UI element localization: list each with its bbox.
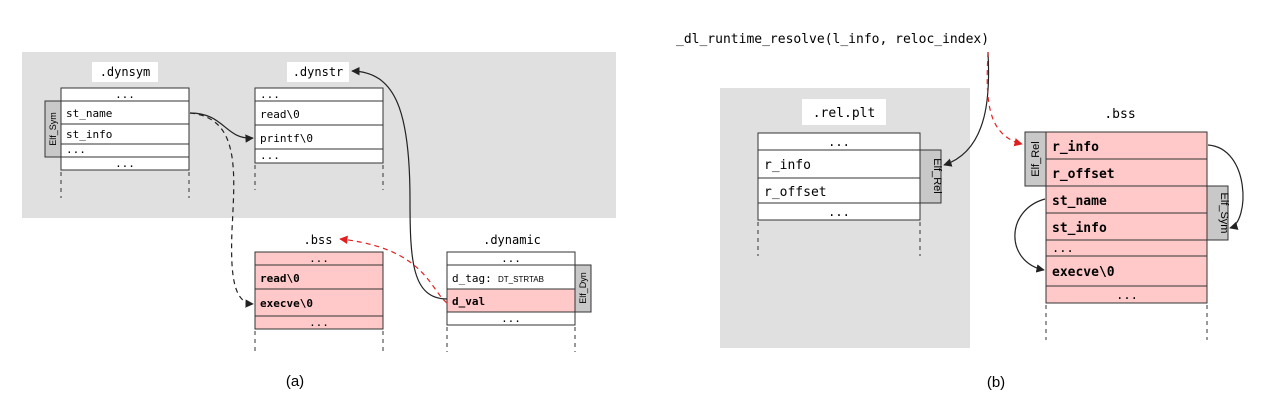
dynamic-d-tag: d_tag: (452, 272, 492, 285)
bss-a-read: read\0 (260, 272, 300, 285)
bss-b-r-info: r_info (1052, 140, 1099, 155)
bss-elf-rel-tag (1024, 131, 1047, 187)
bss-a-row-0: ... (309, 252, 329, 265)
dynsym-table: .dynsym ... st_name st_info ... ... Elf_… (44, 62, 190, 198)
dynstr-row-3: ... (260, 149, 280, 162)
dynsym-row-3: ... (66, 143, 86, 156)
elf-sym-tag (44, 100, 62, 158)
caption-b: (b) (987, 374, 1005, 391)
elf-sym-tag-label: Elf_Sym (48, 112, 58, 146)
resolver-call: _dl_runtime_resolve(l_info, reloc_index) (676, 32, 989, 47)
bss-b-execve: execve\0 (1052, 265, 1115, 280)
relplt-row-0: ... (828, 135, 850, 149)
bss-b-title: .bss (1104, 107, 1135, 122)
dynamic-row-0: ... (501, 252, 521, 265)
arrow-rinfo-to-sym (1207, 144, 1244, 230)
dynamic-d-val: d_val (452, 295, 485, 308)
relplt-table: .rel.plt ... r_info r_offset ... Elf_Rel (757, 99, 943, 256)
table-row (1045, 285, 1208, 304)
dynamic-title: .dynamic (483, 233, 541, 247)
elf-rel-tag-label: Elf_Rel (931, 158, 943, 193)
table-row (1045, 185, 1208, 214)
bss-a-execve: execve\0 (260, 297, 313, 310)
bss-b-st-name: st_name (1052, 194, 1107, 209)
caption-a: (a) (286, 373, 304, 390)
table-row (60, 156, 190, 171)
arrow-call-to-bss (986, 51, 1023, 147)
table-row (1045, 255, 1208, 287)
relplt-row-3: ... (828, 205, 850, 219)
arrow-dval-to-dynstr (351, 66, 448, 300)
relplt-title-box (802, 99, 886, 125)
bss-a-table: .bss ... read\0 execve\0 ... (254, 233, 384, 355)
table-row (446, 311, 576, 326)
dynsym-row-0: ... (115, 88, 135, 101)
table-row (757, 177, 921, 204)
dynsym-st-info: st_info (66, 128, 112, 141)
bss-elf-sym-tag-label: Elf_Sym (1218, 193, 1230, 234)
bss-b-r-offset: r_offset (1052, 167, 1115, 182)
table-row (254, 315, 384, 330)
relplt-title: .rel.plt (813, 106, 876, 121)
dynstr-title-box (287, 62, 349, 82)
dynamic-d-tag-value: DT_STRTAB (498, 275, 544, 284)
bss-b-st-info: st_info (1052, 221, 1107, 236)
bss-elf-sym-tag (1206, 185, 1229, 241)
dynamic-row-3: ... (501, 312, 521, 325)
bss-a-row-3: ... (309, 316, 329, 329)
arrow-call-to-relplt (943, 51, 990, 167)
table-row (1045, 212, 1208, 241)
dynstr-read: read\0 (260, 108, 300, 121)
relplt-r-offset: r_offset (764, 185, 827, 200)
bss-b-table: .bss r_info r_offset st_name st_info ...… (1024, 107, 1230, 340)
dynstr-row-0: ... (260, 88, 280, 101)
table-row (1045, 158, 1208, 187)
bss-a-title: .bss (304, 233, 333, 247)
table-row (254, 288, 384, 317)
elf-dyn-tag (574, 264, 592, 313)
elf-dyn-tag-label: Elf_Dyn (578, 272, 588, 304)
table-row (757, 202, 921, 221)
bss-b-row-4: ... (1052, 241, 1074, 255)
arrow-dval-to-bss (339, 235, 448, 304)
dynstr-title: .dynstr (293, 65, 344, 79)
arrow-stname-to-execve (1014, 198, 1046, 273)
bss-b-row-6: ... (1116, 288, 1138, 302)
dynstr-printf: printf\0 (260, 132, 313, 145)
dynsym-title: .dynsym (100, 65, 151, 79)
elf-rel-tag (919, 149, 942, 204)
table-row (254, 124, 384, 150)
relplt-r-info: r_info (764, 158, 811, 173)
table-row (446, 264, 576, 290)
dynsym-st-name: st_name (66, 107, 112, 120)
table-row (254, 148, 384, 164)
arrow-st-name-to-printf (189, 112, 254, 143)
dynstr-table: .dynstr ... read\0 printf\0 ... (254, 62, 384, 190)
dynsym-title-box (92, 62, 158, 82)
dynsym-row-4: ... (115, 157, 135, 170)
bss-elf-rel-tag-label: Elf_Rel (1030, 141, 1042, 176)
dynamic-table: .dynamic ... d_tag: DT_STRTAB d_val ... … (446, 233, 592, 352)
